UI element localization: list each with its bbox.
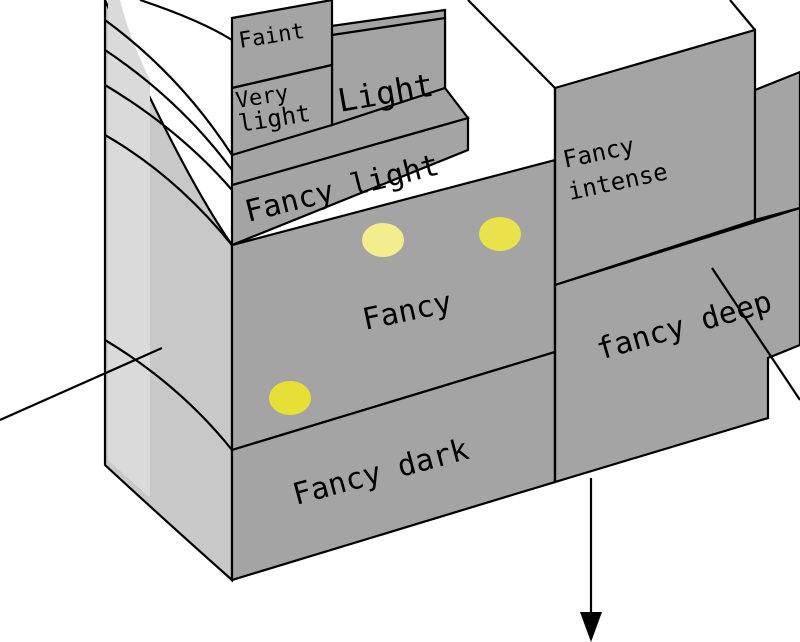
top-edge-2 <box>729 0 756 31</box>
side-line-5 <box>104 339 233 451</box>
arrow-head <box>580 612 602 642</box>
left-side-highlight <box>108 0 150 498</box>
top-edge-1 <box>467 0 556 89</box>
yellow-dot-pale <box>362 223 404 257</box>
side-line-2 <box>104 49 233 171</box>
yellow-dot-bottom <box>269 381 311 415</box>
leader-line-left <box>0 346 163 422</box>
side-line-1 <box>104 19 233 156</box>
top-edge-3 <box>139 0 233 41</box>
yellow-dot-right <box>479 217 521 251</box>
very-light-face <box>230 63 334 157</box>
side-line-3 <box>104 84 233 191</box>
side-line-4 <box>104 134 233 246</box>
leader-line-right <box>711 267 800 401</box>
far-right-face <box>753 70 800 222</box>
